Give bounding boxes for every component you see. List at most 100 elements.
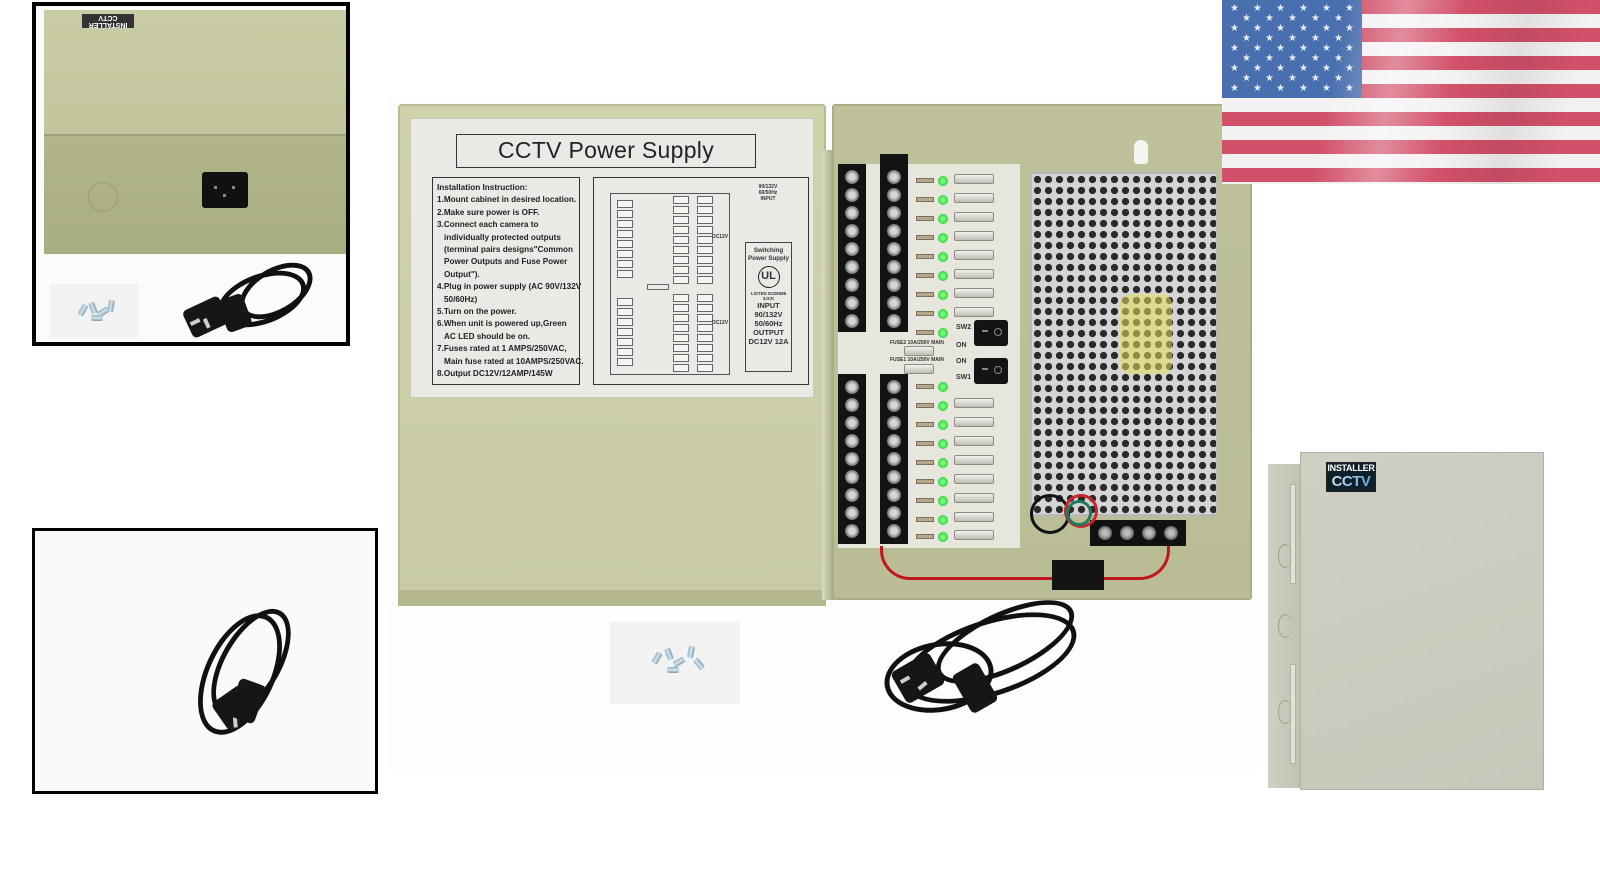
- fuse: [954, 398, 994, 408]
- led-icon: [938, 515, 948, 525]
- output-spec-value: DC12V 12A: [748, 337, 789, 346]
- mounting-keyhole: [1134, 140, 1148, 164]
- distribution-board: FUSE2 10A/250V MAIN FUSE1 10A/250V MAIN …: [838, 154, 1020, 548]
- brand-logo-line1: INSTALLER: [88, 21, 128, 28]
- fuse: [954, 288, 994, 298]
- label-title: CCTV Power Supply: [456, 134, 756, 168]
- led-icon: [938, 496, 948, 506]
- rear-view-inset: INSTALLER CCTV: [32, 2, 350, 346]
- fuse: [954, 212, 994, 222]
- instruction-line: 3.Connect each camera to: [437, 220, 539, 230]
- main-fuse-2-label: FUSE2 10A/250V MAIN: [890, 340, 944, 346]
- led-icon: [938, 233, 948, 243]
- led-icon: [938, 290, 948, 300]
- wiring-diagram: [593, 177, 809, 385]
- brand-logo-small: INSTALLER CCTV: [82, 14, 134, 28]
- fuse: [954, 193, 994, 203]
- main-fuse-1: [904, 364, 934, 374]
- led-icon: [938, 382, 948, 392]
- red-wire-loop: [1064, 494, 1098, 528]
- power-switch-sw2[interactable]: [974, 320, 1008, 346]
- installation-instructions: Installation Instruction: 1.Mount cabine…: [432, 177, 584, 385]
- wiring-diagram-board: [610, 193, 730, 375]
- instruction-line: Main fuse rated at 10AMPS/250VAC.: [444, 356, 584, 366]
- fuse: [954, 455, 994, 465]
- fuse: [954, 417, 994, 427]
- main-fuse-2: [904, 346, 934, 356]
- led-icon: [938, 328, 948, 338]
- cabinet-door-lip: [398, 590, 826, 606]
- power-switch-sw1[interactable]: [974, 358, 1008, 384]
- fuse: [954, 436, 994, 446]
- us-flag-icon: ★★★★★★ ★★★★★ ★★★★★★ ★★★★★ ★★★★★★ ★★★★★ ★…: [1222, 0, 1600, 184]
- switch-label: SW2: [956, 324, 972, 331]
- fuse: [954, 269, 994, 279]
- instruction-line: 8.Output DC12V/12AMP/145W: [437, 369, 553, 379]
- instruction-line: (terminal pairs designs"Common: [444, 245, 573, 255]
- instruction-line: individually protected outputs: [444, 232, 561, 242]
- led-icon: [938, 477, 948, 487]
- fuse: [954, 530, 994, 540]
- terminal-block-fused-top: [880, 154, 908, 332]
- screws-bag: [50, 284, 138, 338]
- door-label-sheet: [410, 118, 814, 398]
- output-spec-label: OUTPUT: [753, 328, 784, 337]
- led-icon: [938, 439, 948, 449]
- dc-output-label-bottom: DC12V: [712, 320, 729, 326]
- psu-title: Switching Power Supply: [748, 247, 789, 262]
- fuse: [954, 231, 994, 241]
- fuse: [954, 512, 994, 522]
- input-spec-voltage: 90/132V: [754, 310, 783, 319]
- switch-label: SW1: [956, 374, 972, 381]
- ul-listed-text: LISTED E229085 3JCK: [750, 291, 787, 301]
- led-icon: [938, 420, 948, 430]
- brand-logo-line2: CCTV: [98, 14, 118, 21]
- logo-line1: INSTALLER: [1327, 463, 1375, 473]
- knockout-hole: [88, 182, 118, 212]
- closed-cabinet-front: [1300, 452, 1544, 790]
- wire-connector: [1052, 560, 1104, 590]
- led-icon: [938, 214, 948, 224]
- instruction-line: 50/60Hz): [444, 294, 478, 304]
- instructions-heading: Installation Instruction:: [437, 183, 528, 192]
- led-icon: [938, 309, 948, 319]
- dc-output-label-top: DC12V: [712, 234, 729, 240]
- fuse: [954, 474, 994, 484]
- door-hinge: [822, 150, 834, 600]
- led-icon: [938, 401, 948, 411]
- installer-cctv-logo: INSTALLER CCTV: [1326, 462, 1376, 492]
- main-fuse-1-label: FUSE1 10A/250V MAIN: [890, 357, 944, 363]
- instruction-line: 7.Fuses rated at 1 AMPS/250VAC,: [437, 344, 567, 354]
- switching-power-supply-unit: [1030, 172, 1218, 516]
- input-spec-label: INPUT: [757, 301, 780, 310]
- led-icon: [938, 458, 948, 468]
- fuse: [954, 250, 994, 260]
- instruction-line: Output").: [444, 269, 480, 279]
- switch-state: ON: [956, 342, 967, 349]
- ac-input-label: 90/132V 60/50Hz INPUT: [758, 184, 778, 202]
- led-icon: [938, 252, 948, 262]
- led-icon: [938, 176, 948, 186]
- terminal-block-common-bottom: [838, 374, 866, 544]
- instruction-line: AC LED should be on.: [444, 331, 530, 341]
- instruction-line: 4.Plug in power supply (AC 90V/132V: [437, 282, 582, 292]
- logo-line2: CCTV: [1327, 474, 1375, 490]
- terminal-block-common-top: [838, 164, 866, 332]
- ac-inlet-socket: [202, 172, 248, 208]
- fuse: [954, 493, 994, 503]
- ul-listed-icon: UL: [757, 266, 780, 288]
- closed-cabinet-side: [1268, 464, 1302, 788]
- psu-terminal-strip: [1090, 520, 1186, 546]
- screws-bag: [610, 622, 740, 704]
- terminal-block-fused-bottom: [880, 374, 908, 544]
- led-icon: [938, 271, 948, 281]
- switching-psu-diagram: Switching Power Supply UL LISTED E229085…: [745, 242, 792, 372]
- instruction-line: 1.Mount cabinet in desired location.: [437, 195, 577, 205]
- instruction-line: Power Outputs and Fuse Power: [444, 257, 568, 267]
- instruction-line: 5.Turn on the power.: [437, 307, 517, 317]
- led-icon: [938, 532, 948, 542]
- fuse: [954, 307, 994, 317]
- instruction-line: 2.Make sure power is OFF.: [437, 207, 540, 217]
- led-icon: [938, 195, 948, 205]
- input-spec-frequency: 50/60Hz: [754, 319, 783, 328]
